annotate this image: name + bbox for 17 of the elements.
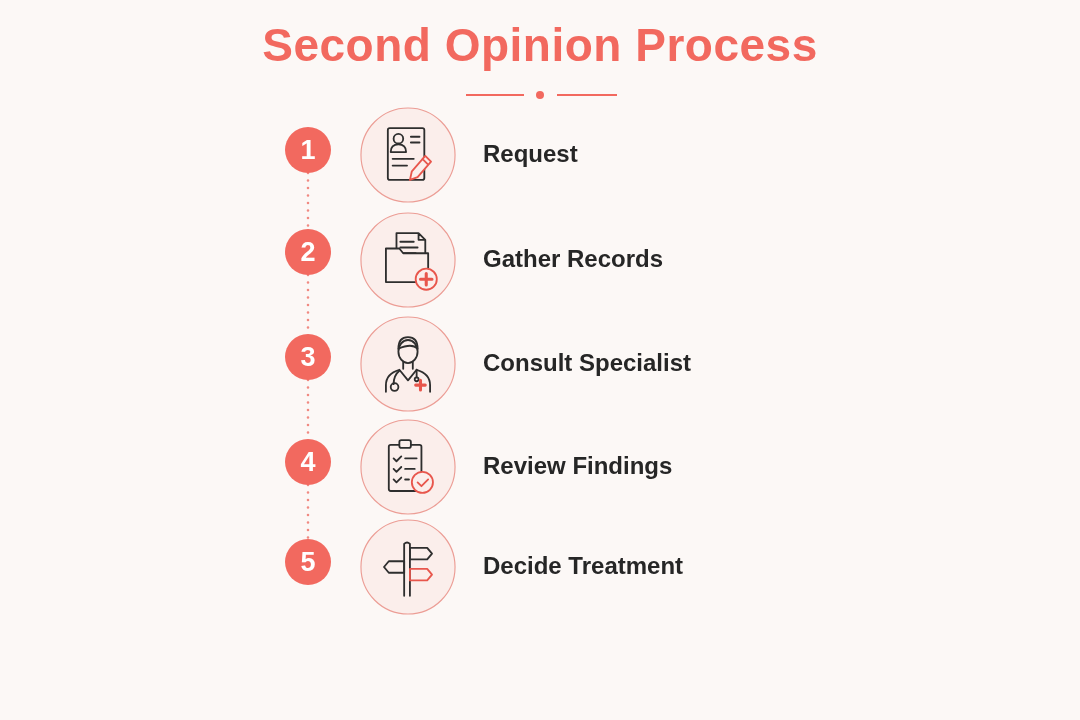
doctor-icon <box>360 316 456 412</box>
step-number-circle: 5 <box>285 539 331 585</box>
step-label: Review Findings <box>483 451 673 481</box>
step-number-circle: 2 <box>285 229 331 275</box>
folder-plus-icon <box>360 212 456 308</box>
step-label: Decide Treatment <box>483 551 684 581</box>
step-number-circle: 1 <box>285 127 331 173</box>
step-label: Gather Records <box>483 244 664 274</box>
dotted-connector <box>306 483 310 541</box>
document-pencil-icon <box>360 107 456 203</box>
step-label: Request <box>483 139 578 169</box>
title: Second Opinion Process <box>261 18 819 72</box>
signpost-icon <box>360 519 456 615</box>
step-label: Consult Specialist <box>483 348 692 378</box>
step-number-circle: 4 <box>285 439 331 485</box>
clipboard-check-icon <box>360 419 456 515</box>
step-number-circle: 3 <box>285 334 331 380</box>
